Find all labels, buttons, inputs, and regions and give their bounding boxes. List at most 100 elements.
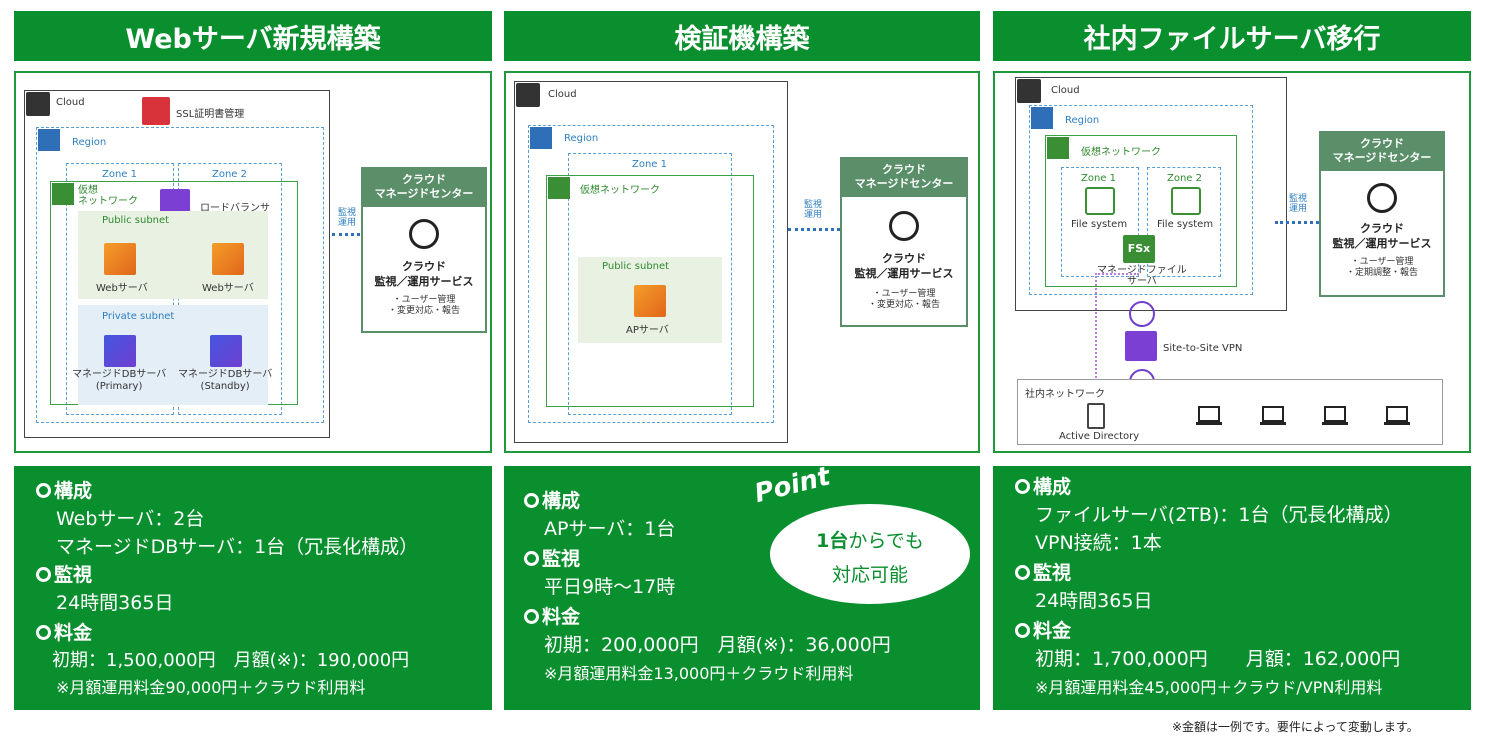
region-label: Region [1065, 115, 1100, 126]
public-subnet-label: Public subnet [102, 215, 170, 226]
fs2-label: File system [1157, 219, 1214, 230]
vnet-label: 仮想ネットワーク [1081, 147, 1161, 158]
laptop-icon [1259, 405, 1287, 427]
heading: 構成 [36, 482, 92, 501]
panel2-title: 検証機構築 [504, 11, 980, 61]
msc-title: クラウド マネージドセンター [1321, 133, 1443, 171]
public-subnet-label: Public subnet [602, 261, 670, 272]
cloud-frame [1015, 77, 1287, 311]
ap-label: APサーバ [626, 325, 669, 336]
info-line: マネージドDBサーバ：1台（冗長化構成） [56, 536, 419, 558]
heading: 監視 [524, 550, 580, 569]
info-line: 平日9時～17時 [544, 576, 676, 598]
heading: 料金 [1015, 622, 1071, 641]
heading: 料金 [524, 608, 580, 627]
msc-note: ・ユーザー管理 ・変更対応・報告 [387, 295, 460, 316]
vnet-frame [546, 175, 754, 407]
info-line: 初期：1,500,000円 月額(※)：190,000円 [52, 650, 410, 671]
vpn-link-line [1095, 273, 1097, 397]
cloud-icon [516, 83, 540, 107]
support-agent-icon [889, 211, 919, 241]
panel3-diagram: Cloud Region 仮想ネットワーク Zone 1 Zone 2 File… [993, 71, 1471, 453]
web1-label: Webサーバ [96, 283, 148, 294]
fs1-label: File system [1071, 219, 1128, 230]
server-icon [1087, 403, 1105, 429]
msc-title: クラウド マネージドセンター [363, 169, 485, 207]
database-icon [104, 335, 136, 367]
vnet-icon [548, 177, 570, 199]
support-agent-icon [409, 219, 439, 249]
file-system-icon [1085, 187, 1115, 215]
laptop-icon [1321, 405, 1349, 427]
zone1-label: Zone 1 [1081, 173, 1116, 184]
mfs-label: マネージドファイル サーバ [1097, 265, 1187, 287]
cloud-icon [1017, 79, 1041, 103]
laptop-icon [1195, 405, 1223, 427]
zone2-frame [1147, 167, 1221, 277]
link-label: 監視 運用 [804, 200, 823, 220]
ssl-cert-icon [142, 97, 170, 125]
db1-label: マネージドDBサーバ (Primary) [72, 369, 167, 392]
info-line: VPN接続：1本 [1035, 532, 1162, 554]
region-flag-icon [530, 127, 552, 149]
heading: 監視 [1015, 564, 1071, 583]
link-label: 監視 運用 [1289, 194, 1308, 214]
info-line: Webサーバ：2台 [56, 508, 205, 530]
support-agent-icon [1367, 183, 1397, 213]
lb-label: ロードバランサ [200, 203, 270, 214]
region-frame [528, 125, 774, 423]
link-line [1275, 221, 1319, 224]
vpn-icon [1125, 331, 1157, 361]
ssl-label: SSL証明書管理 [176, 109, 245, 120]
info-note: ※月額運用料金45,000円＋クラウド/VPN利用料 [1035, 678, 1383, 697]
heading: 料金 [36, 624, 92, 643]
link-label: 監視 運用 [338, 208, 357, 228]
lock-icon [1129, 301, 1155, 327]
file-system-icon [1171, 187, 1201, 215]
panel1-title: Webサーバ新規構築 [14, 11, 492, 61]
vnet-icon [1047, 137, 1069, 159]
region-label: Region [564, 133, 599, 144]
panel1-info: 構成 Webサーバ：2台 マネージドDBサーバ：1台（冗長化構成） 監視 24時… [14, 466, 492, 710]
footnote: ※金額は一例です。要件によって変動します。 [1172, 720, 1419, 734]
link-line [788, 228, 840, 231]
ap-server-icon [634, 285, 666, 317]
laptop-icon [1383, 405, 1411, 427]
managed-center: クラウド マネージドセンター クラウド 監視／運用サービス ・ユーザー管理 ・変… [361, 167, 487, 333]
heading: 監視 [36, 566, 92, 585]
region-flag-icon [38, 129, 60, 151]
private-subnet-label: Private subnet [102, 311, 175, 322]
zone2-label: Zone 2 [212, 169, 247, 180]
zone1-label: Zone 1 [632, 159, 667, 170]
zone1-frame [568, 153, 732, 415]
zone2-label: Zone 2 [1167, 173, 1202, 184]
msc-service: クラウド 監視／運用サービス [854, 252, 954, 281]
info-line: 24時間365日 [1035, 590, 1153, 612]
region-label: Region [72, 137, 107, 148]
info-line: 24時間365日 [56, 592, 174, 614]
vnet-label: 仮想 ネットワーク [78, 185, 138, 207]
vpn-link-line [1095, 273, 1139, 275]
database-icon [210, 335, 242, 367]
web2-label: Webサーバ [202, 283, 254, 294]
bubble-line1: 1台からでも [816, 530, 924, 552]
cloud-label: Cloud [1051, 85, 1080, 96]
panel3-title: 社内ファイルサーバ移行 [993, 11, 1471, 61]
panel2-info: 構成 APサーバ：1台 監視 平日9時～17時 料金 初期：200,000円 月… [504, 461, 980, 710]
region-frame [36, 127, 324, 423]
point-label: Point [751, 461, 834, 510]
point-bubble: 1台からでも 対応可能 [770, 504, 970, 604]
panel2-diagram: Cloud Region Zone 1 仮想ネットワーク Public subn… [504, 71, 980, 453]
info-note: ※月額運用料金13,000円＋クラウド利用料 [544, 664, 854, 683]
info-line: ファイルサーバ(2TB)：1台（冗長化構成） [1035, 504, 1403, 526]
managed-center: クラウド マネージドセンター クラウド 監視／運用サービス ・ユーザー管理 ・変… [840, 157, 968, 327]
corp-label: 社内ネットワーク [1025, 389, 1105, 400]
heading: 構成 [1015, 478, 1071, 497]
heading: 構成 [524, 492, 580, 511]
cloud-label: Cloud [548, 89, 577, 100]
msc-service: クラウド 監視／運用サービス [1332, 222, 1432, 251]
bubble-line2: 対応可能 [831, 564, 908, 586]
cloud-icon [26, 92, 50, 116]
zone1-frame [1061, 167, 1139, 277]
ad-label: Active Directory [1059, 431, 1140, 442]
